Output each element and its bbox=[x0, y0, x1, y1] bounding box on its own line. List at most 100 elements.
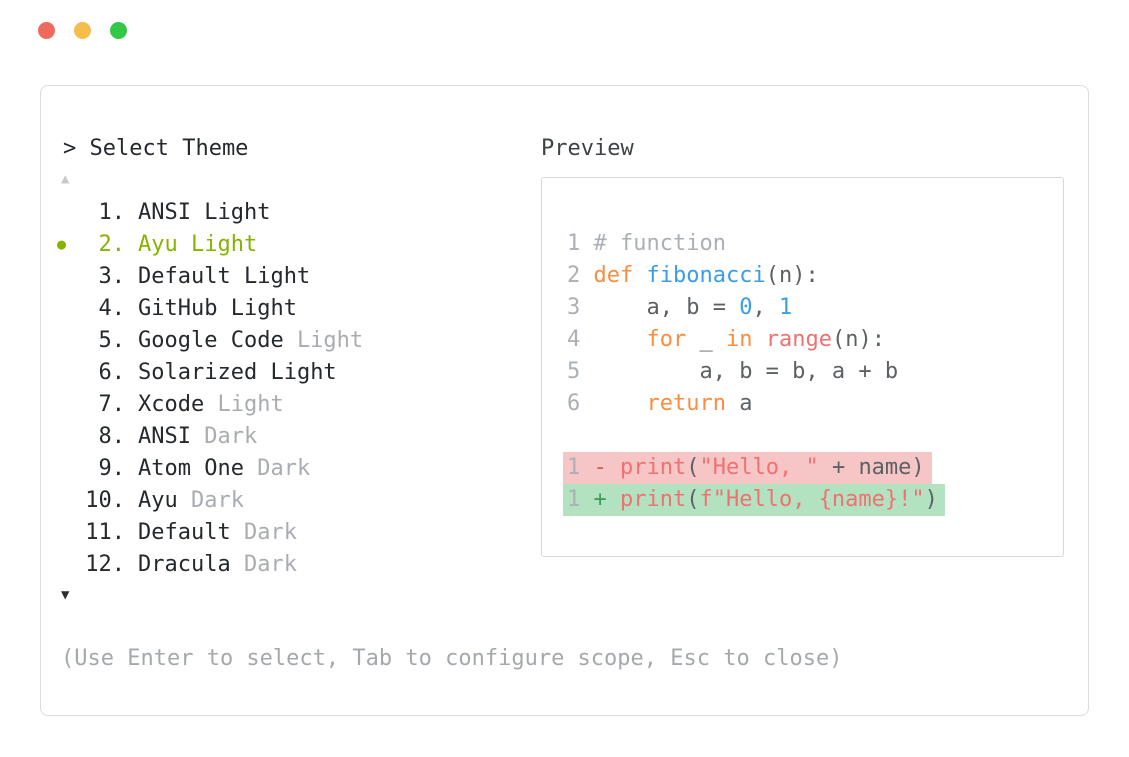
code-token: 1 bbox=[778, 295, 793, 320]
window-controls bbox=[38, 22, 127, 39]
theme-number: 4. bbox=[98, 295, 126, 321]
theme-name: ANSI bbox=[138, 199, 191, 225]
scroll-down-icon[interactable]: ▼ bbox=[61, 587, 70, 603]
code-token: 5 bbox=[567, 359, 594, 384]
code-token: a bbox=[725, 391, 753, 416]
close-button[interactable] bbox=[38, 22, 55, 39]
code-token bbox=[752, 327, 765, 352]
theme-name: Default bbox=[138, 263, 231, 289]
diff-removed-line: 1 - print("Hello, " + name) bbox=[563, 452, 1049, 484]
theme-variant: Dark bbox=[257, 455, 311, 481]
diff-added-line: 1 + print(f"Hello, {name}!") bbox=[563, 484, 1049, 516]
code-token bbox=[594, 327, 647, 352]
theme-variant: Light bbox=[243, 263, 311, 289]
zoom-button[interactable] bbox=[110, 22, 127, 39]
code-token: f"Hello, {name}!" bbox=[699, 487, 925, 512]
theme-option-ayu-dark[interactable]: 10. Ayu Dark bbox=[57, 484, 363, 516]
theme-number: 9. bbox=[98, 455, 126, 481]
code-token: for bbox=[646, 327, 687, 352]
code-token: 4 bbox=[567, 327, 594, 352]
code-token: return bbox=[646, 391, 726, 416]
code-token: (n): bbox=[765, 263, 819, 288]
code-token: 6 bbox=[567, 391, 594, 416]
code-token: + bbox=[593, 487, 620, 512]
code-token: "Hello, " bbox=[699, 455, 819, 480]
code-token bbox=[633, 263, 646, 288]
theme-variant: Dark bbox=[204, 423, 258, 449]
theme-name: Ayu bbox=[138, 231, 178, 257]
code-token: (n): bbox=[831, 327, 885, 352]
theme-name: ANSI bbox=[138, 423, 191, 449]
theme-number: 3. bbox=[98, 263, 126, 289]
code-line: 5 a, b = b, a + b bbox=[567, 356, 1049, 388]
help-text: (Use Enter to select, Tab to configure s… bbox=[61, 646, 843, 671]
theme-option-dracula-dark[interactable]: 12. Dracula Dark bbox=[57, 548, 363, 580]
theme-name: Google Code bbox=[138, 327, 284, 353]
theme-variant: Light bbox=[217, 391, 284, 417]
code-line: 4 for _ in range(n): bbox=[567, 324, 1049, 356]
code-token: ( bbox=[686, 487, 700, 512]
theme-option-default-light[interactable]: 3. Default Light bbox=[57, 260, 363, 292]
blank-line bbox=[567, 420, 1049, 452]
theme-number: 8. bbox=[98, 423, 126, 449]
theme-variant: Light bbox=[296, 327, 364, 353]
theme-number: 11. bbox=[85, 519, 125, 545]
theme-option-google-code-light[interactable]: 5. Google Code Light bbox=[57, 324, 364, 356]
code-token: print bbox=[620, 487, 687, 512]
code-token: def bbox=[593, 263, 634, 288]
code-token: # function bbox=[593, 231, 726, 256]
code-line: 1 # function bbox=[567, 228, 1049, 260]
code-token: 0 bbox=[739, 295, 753, 320]
code-token: a, b = bbox=[593, 295, 740, 320]
code-line: 2 def fibonacci(n): bbox=[567, 260, 1049, 292]
code-token: _ bbox=[686, 327, 726, 352]
code-line: 3 a, b = 0, 1 bbox=[567, 292, 1049, 324]
code-token: 2 bbox=[567, 263, 594, 288]
theme-option-github-light[interactable]: 4. GitHub Light bbox=[57, 292, 363, 324]
theme-number: 10. bbox=[85, 487, 125, 513]
theme-variant: Dark bbox=[190, 487, 244, 513]
theme-name: Solarized bbox=[138, 359, 258, 385]
theme-number: 5. bbox=[98, 327, 126, 353]
theme-number: 6. bbox=[98, 359, 126, 385]
diff-line-highlight: 1 - print("Hello, " + name) bbox=[563, 452, 932, 484]
code-token bbox=[594, 391, 647, 416]
theme-number: 12. bbox=[85, 551, 125, 577]
code-token: a, b = b, a + b bbox=[593, 359, 899, 384]
scroll-up-icon[interactable]: ▲ bbox=[61, 171, 70, 187]
theme-variant: Light bbox=[230, 295, 297, 321]
theme-variant: Dark bbox=[243, 551, 297, 577]
code-token: print bbox=[620, 455, 687, 480]
theme-name: GitHub bbox=[138, 295, 218, 321]
theme-option-ansi-dark[interactable]: 8. ANSI Dark bbox=[57, 420, 363, 452]
code-token: fibonacci bbox=[646, 263, 766, 288]
code-token: 3 bbox=[567, 295, 594, 320]
code-token: 1 bbox=[567, 487, 594, 512]
diff-line-highlight: 1 + print(f"Hello, {name}!") bbox=[563, 484, 945, 516]
code-token: - bbox=[593, 455, 620, 480]
code-token: 1 bbox=[567, 231, 594, 256]
theme-name: Ayu bbox=[138, 487, 178, 513]
code-token: in bbox=[725, 327, 753, 352]
theme-name: Dracula bbox=[138, 551, 231, 577]
code-token: 1 bbox=[567, 455, 594, 480]
code-token: range bbox=[765, 327, 832, 352]
theme-variant: Light bbox=[204, 199, 271, 225]
theme-name: Default bbox=[138, 519, 231, 545]
code-token: , bbox=[752, 295, 779, 320]
selected-indicator-icon: ● bbox=[57, 235, 67, 253]
code-token: ( bbox=[686, 455, 700, 480]
theme-variant: Light bbox=[190, 231, 258, 257]
theme-number: 7. bbox=[98, 391, 126, 417]
minimize-button[interactable] bbox=[74, 22, 91, 39]
code-token: ) bbox=[924, 487, 938, 512]
preview-label: Preview bbox=[541, 136, 634, 161]
